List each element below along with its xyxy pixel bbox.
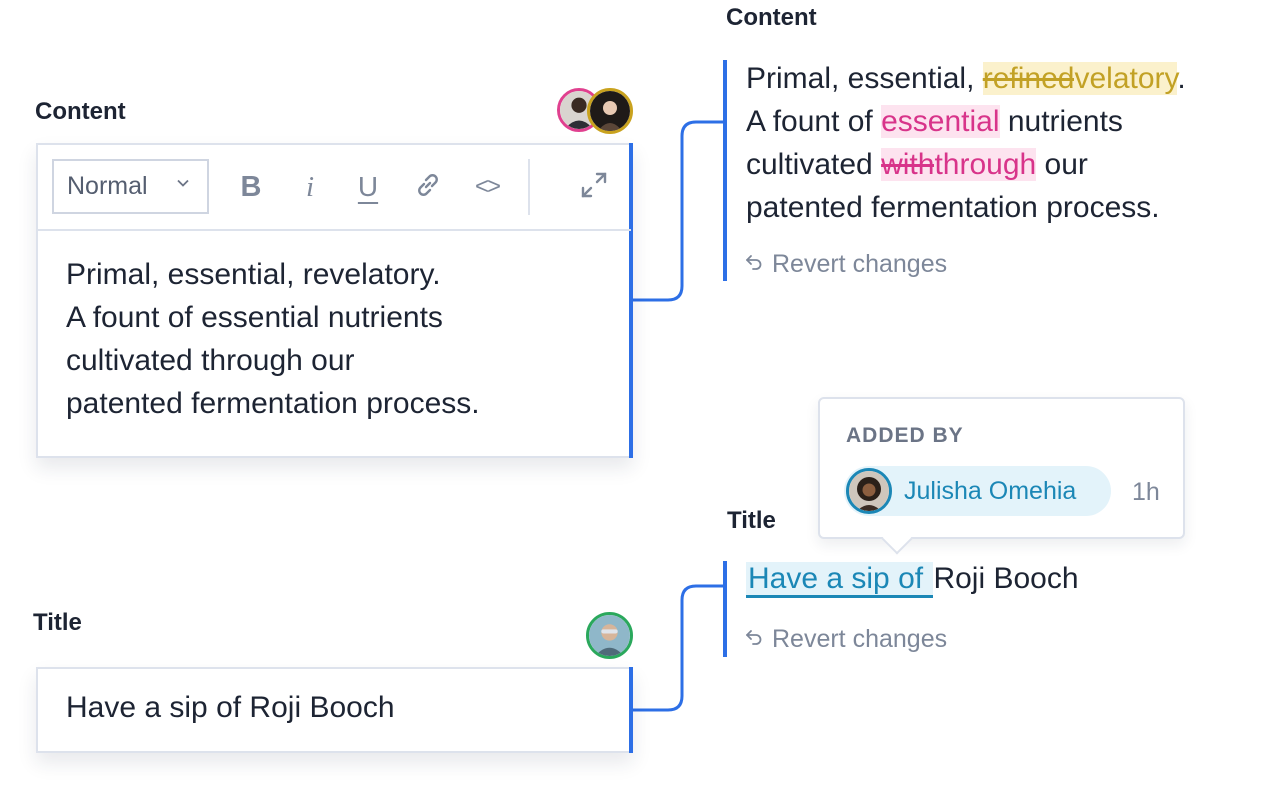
inserted-text[interactable]: essential (881, 105, 1000, 138)
collaborator-avatar[interactable] (587, 88, 633, 134)
diff-indicator-line (723, 561, 727, 657)
italic-button[interactable]: i (305, 170, 315, 203)
content-label: Content (35, 98, 126, 125)
title-input[interactable]: Have a sip of Roji Booch (36, 667, 633, 753)
editor-line: Primal, essential, revelatory. (66, 258, 441, 291)
content-diff-label: Content (726, 4, 817, 31)
bold-button[interactable]: B (240, 170, 262, 203)
deleted-text[interactable]: with (881, 148, 935, 181)
diff-line: patented fermentation process. (746, 191, 1160, 224)
content-diff: Primal, essential, refinedvelatory. A fo… (746, 57, 1186, 229)
timestamp: 1h (1132, 478, 1160, 506)
change-indicator-bar (629, 667, 633, 753)
title-label: Title (33, 609, 82, 636)
title-input-value: Have a sip of Roji Booch (66, 691, 395, 724)
popover-heading: ADDED BY (846, 424, 964, 447)
deleted-text[interactable]: refined (982, 62, 1075, 95)
text-style-select[interactable]: Normal (52, 159, 209, 214)
popover-caret (881, 523, 913, 555)
toolbar-divider (528, 159, 530, 215)
code-button[interactable]: <> (474, 173, 501, 200)
expand-icon (578, 169, 610, 206)
content-editor[interactable]: Normal B i U <> Primal, essential, revel… (36, 143, 633, 458)
user-chip[interactable]: Julisha Omehia (844, 466, 1111, 516)
undo-icon (744, 627, 764, 653)
title-diff-label: Title (727, 507, 776, 534)
undo-icon (744, 252, 764, 278)
text-style-value: Normal (67, 172, 148, 200)
added-by-popover: ADDED BY Julisha Omehia 1h (818, 397, 1185, 555)
inserted-text[interactable]: Have a sip of (746, 562, 934, 598)
diff-line: Primal, essential, refinedvelatory. (746, 62, 1186, 95)
link-icon (412, 169, 444, 206)
chevron-down-icon (175, 175, 191, 196)
change-indicator-bar (629, 143, 633, 458)
avatar (846, 468, 892, 514)
editor-line: patented fermentation process. (66, 387, 480, 420)
editor-line: cultivated through our (66, 344, 355, 377)
revert-label: Revert changes (772, 250, 948, 278)
link-button[interactable] (410, 167, 446, 207)
title-diff: Have a sip of Roji Booch (746, 562, 1079, 598)
user-name: Julisha Omehia (904, 476, 1077, 505)
inserted-text[interactable]: velatory (1074, 62, 1178, 95)
diff-line: cultivated withthrough our (746, 148, 1088, 181)
revert-changes-button[interactable]: Revert changes (744, 625, 947, 654)
underline-button[interactable]: U (357, 171, 379, 202)
editor-line: A fount of essential nutrients (66, 301, 443, 334)
collaborator-avatar[interactable] (586, 612, 633, 659)
inserted-text[interactable]: through (934, 148, 1037, 181)
diff-line: A fount of essential nutrients (746, 105, 1123, 138)
editor-text-area[interactable]: Primal, essential, revelatory. A fount o… (66, 253, 606, 425)
revert-label: Revert changes (772, 625, 948, 653)
editor-toolbar: Normal B i U <> (38, 145, 631, 231)
expand-button[interactable] (576, 167, 612, 207)
diff-indicator-line (723, 60, 727, 281)
revert-changes-button[interactable]: Revert changes (744, 250, 947, 279)
